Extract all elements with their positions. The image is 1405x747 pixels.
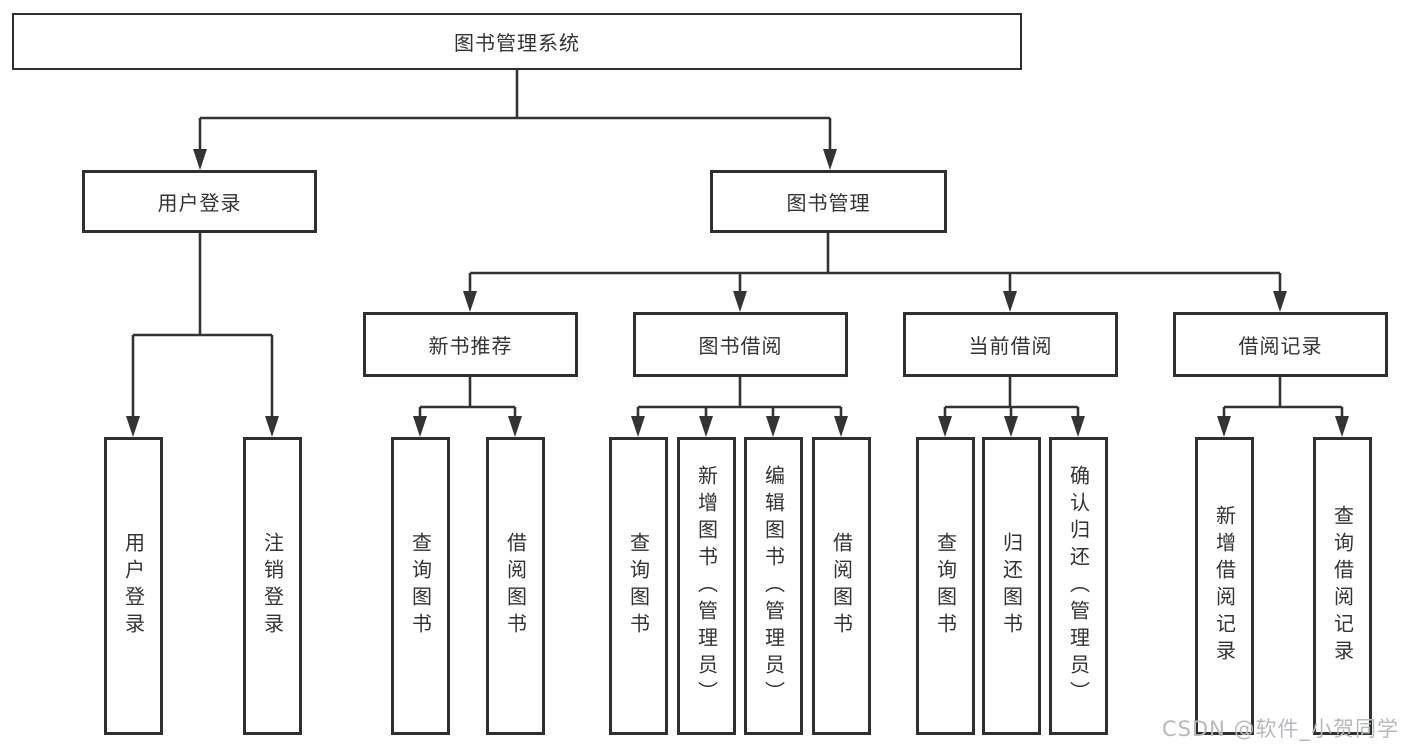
node-new-book-recommendation: 新书推荐 [363,312,578,377]
watermark: CSDN @软件_小贺同学 [1161,717,1399,741]
leaf-return-books: 归还图书 [982,437,1041,735]
node-borrowing-records: 借阅记录 [1173,312,1388,377]
leaf-user-login: 用户登录 [104,437,163,735]
leaf-edit-books-admin: 编辑图书（管理员） [744,437,803,735]
leaf-confirm-return-admin: 确认归还（管理员） [1049,437,1108,735]
node-library-management-system: 图书管理系统 [12,13,1022,70]
leaf-add-borrow-record: 新增借阅记录 [1195,437,1254,735]
node-book-borrowing: 图书借阅 [633,312,848,377]
leaf-query-borrow-record: 查询借阅记录 [1313,437,1372,735]
leaf-borrow-books-borrowing: 借阅图书 [812,437,871,735]
leaf-query-books-recommend: 查询图书 [391,437,450,735]
node-user-login: 用户登录 [82,170,317,233]
leaf-query-books-current: 查询图书 [916,437,975,735]
leaf-logout: 注销登录 [243,437,302,735]
node-book-management: 图书管理 [710,170,947,233]
leaf-query-books-borrowing: 查询图书 [609,437,668,735]
leaf-add-books-admin: 新增图书（管理员） [677,437,736,735]
node-current-borrowing: 当前借阅 [903,312,1118,377]
leaf-borrow-books-recommend: 借阅图书 [486,437,545,735]
